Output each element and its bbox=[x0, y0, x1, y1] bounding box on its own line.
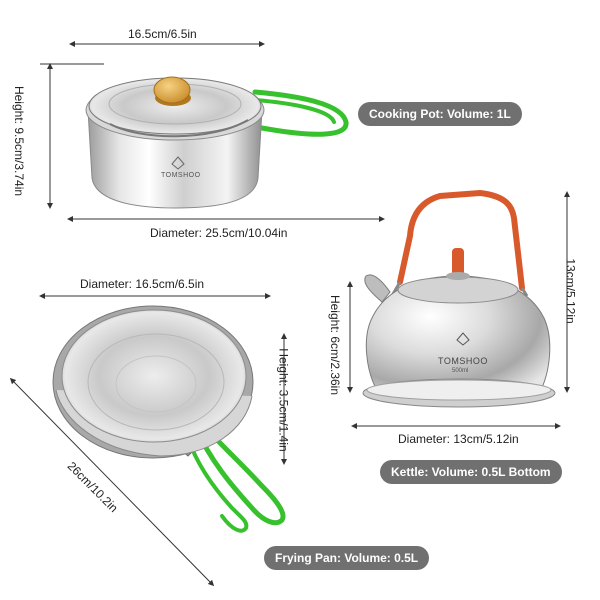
pot-caption: Cooking Pot: Volume: 1L bbox=[358, 102, 522, 126]
pot-diameter-label: Diameter: 25.5cm/10.04in bbox=[150, 226, 288, 240]
pan-diameter-label: Diameter: 16.5cm/6.5in bbox=[80, 277, 205, 291]
pot-brand-logo-icon bbox=[171, 156, 185, 170]
kettle-handle bbox=[397, 189, 525, 291]
frying-pan-image bbox=[52, 305, 286, 533]
pot-height-label: Height: 9.5cm/3.74in bbox=[12, 85, 27, 197]
kettle-capacity-mark: 500ml bbox=[452, 368, 469, 374]
pan-caption: Frying Pan: Volume: 0.5L bbox=[264, 546, 430, 570]
kettle-caption: Kettle: Volume: 0.5L Bottom bbox=[380, 460, 562, 484]
kettle-spout bbox=[364, 274, 391, 303]
kettle-diameter-label: Diameter: 13cm/5.12in bbox=[398, 432, 519, 446]
pot-brand-text: TOMSHOO bbox=[161, 172, 201, 179]
kettle-brand-text: TOMSHOO bbox=[438, 356, 488, 366]
kettle-body-height-label: Height: 6cm/2.36in bbox=[328, 294, 343, 396]
kettle-lid bbox=[397, 276, 519, 304]
pot-width-label: 16.5cm/6.5in bbox=[128, 27, 197, 41]
kettle-brand-logo-icon bbox=[456, 332, 470, 346]
pot-lid-knob bbox=[153, 76, 191, 104]
pot-handle bbox=[252, 89, 349, 137]
pan-height-label: Height: 3.5cm/1.4in bbox=[276, 348, 291, 452]
kettle-image bbox=[362, 189, 556, 408]
cooking-pot-image bbox=[85, 76, 349, 209]
kettle-lid-knob bbox=[452, 248, 464, 276]
kettle-height-label: 13cm/5.12in bbox=[563, 258, 578, 324]
pan-handle bbox=[193, 425, 286, 526]
pan-length-arrow bbox=[9, 377, 215, 587]
